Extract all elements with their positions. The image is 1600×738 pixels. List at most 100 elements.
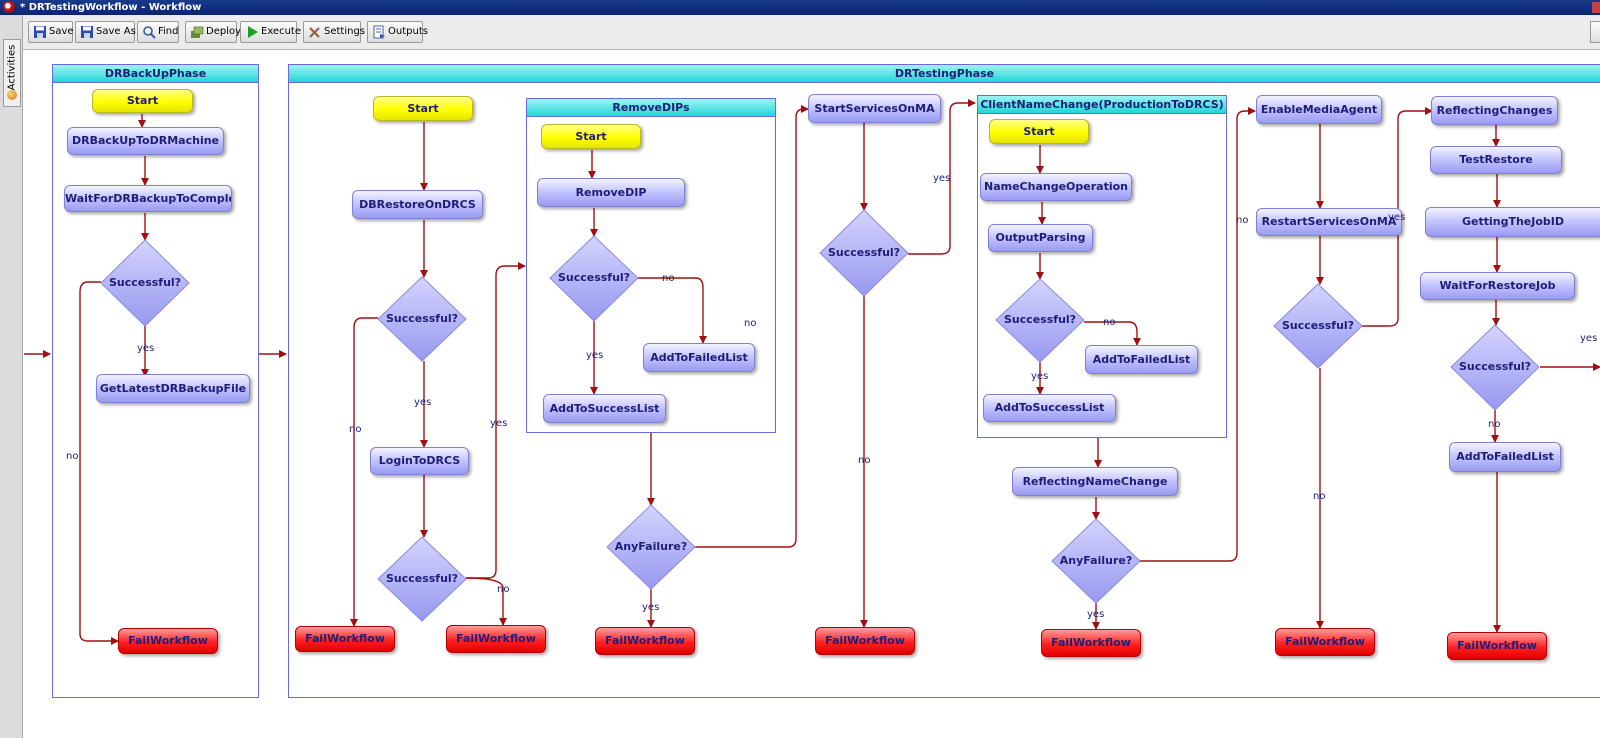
start-node[interactable]: Start <box>541 124 641 149</box>
execute-button[interactable]: Execute <box>240 21 301 43</box>
outputs-icon <box>373 25 385 39</box>
activity-add-to-failed-list[interactable]: AddToFailedList <box>1085 345 1198 374</box>
edge-label-no: no <box>497 584 510 595</box>
settings-button[interactable]: Settings <box>303 21 365 43</box>
swimlane-dr-testing-phase[interactable]: DRTestingPhase <box>288 64 1600 698</box>
decision-diamond[interactable] <box>1450 324 1540 411</box>
toolbar-overflow-button[interactable] <box>1590 21 1600 43</box>
edge-label-yes: yes <box>1388 212 1406 223</box>
settings-label: Settings <box>324 26 366 37</box>
toolbar: Save Save As Find Deploy Execute <box>23 15 1600 50</box>
outputs-button[interactable]: Outputs <box>367 21 428 43</box>
edge-label-no: no <box>1313 491 1326 502</box>
decision-label: Successful? <box>827 246 901 259</box>
decision-diamond[interactable] <box>819 209 909 297</box>
edge-label-yes: yes <box>1580 333 1598 344</box>
activity-output-parsing[interactable]: OutputParsing <box>988 224 1093 252</box>
save-as-button[interactable]: Save As <box>75 21 136 43</box>
edge-label-yes: yes <box>586 350 604 361</box>
edge-label-yes: yes <box>933 173 951 184</box>
start-node[interactable]: Start <box>989 119 1089 144</box>
window-title: * DRTestingWorkflow - Workflow <box>20 2 202 13</box>
decision-diamond[interactable] <box>377 536 467 622</box>
swimlane-header: DRBackUpPhase <box>53 65 258 83</box>
window-close-button[interactable] <box>1592 2 1600 13</box>
decision-diamond[interactable] <box>1051 518 1141 604</box>
swimlane-client-name-change[interactable]: ClientNameChange(ProductionToDRCS) <box>977 95 1227 438</box>
decision-label: Successful? <box>385 312 459 325</box>
decision-label: AnyFailure? <box>614 540 688 553</box>
decision-diamond[interactable] <box>995 278 1085 363</box>
fail-workflow-node[interactable]: FailWorkflow <box>446 625 546 653</box>
fail-workflow-node[interactable]: FailWorkflow <box>118 628 218 654</box>
outputs-label: Outputs <box>388 26 428 37</box>
decision-label: Successful? <box>557 271 631 284</box>
floppy-disk-icon <box>34 26 46 38</box>
activity-name-change-operation[interactable]: NameChangeOperation <box>980 173 1132 201</box>
decision-label: Successful? <box>1458 360 1532 373</box>
edge-label-no: no <box>1488 419 1501 430</box>
activity-wait-for-dr-backup[interactable]: WaitForDRBackupToComplete <box>64 185 232 212</box>
start-node[interactable]: Start <box>373 96 473 121</box>
find-button[interactable]: Find <box>137 21 179 43</box>
edge-label-no: no <box>349 424 362 435</box>
edge-label-yes: yes <box>137 343 155 354</box>
activity-reflecting-name-change[interactable]: ReflectingNameChange <box>1012 467 1178 496</box>
edge-label-yes: yes <box>1087 609 1105 620</box>
activities-panel: Activities <box>0 15 23 738</box>
swimlane-dr-backup-phase[interactable]: DRBackUpPhase <box>52 64 259 698</box>
edge-label-no: no <box>662 273 675 284</box>
decision-label: Successful? <box>108 276 182 289</box>
activity-start-services-on-ma[interactable]: StartServicesOnMA <box>808 94 941 123</box>
edge-label-yes: yes <box>642 602 660 613</box>
decision-diamond[interactable] <box>549 235 639 322</box>
save-label: Save <box>49 26 74 37</box>
decision-diamond[interactable] <box>377 276 467 362</box>
activity-login-to-drcs[interactable]: LoginToDRCS <box>370 447 469 475</box>
decision-label: Successful? <box>1003 313 1077 326</box>
activity-add-to-success-list[interactable]: AddToSuccessList <box>983 394 1116 422</box>
activity-restart-services-on-ma[interactable]: RestartServicesOnMA <box>1256 208 1402 236</box>
fail-workflow-node[interactable]: FailWorkflow <box>295 626 395 652</box>
activity-enable-media-agent[interactable]: EnableMediaAgent <box>1256 95 1382 124</box>
swimlane-remove-dips[interactable]: RemoveDIPs <box>526 98 776 433</box>
activity-dr-backup-to-dr-machine[interactable]: DRBackUpToDRMachine <box>67 127 224 155</box>
activity-add-to-failed-list[interactable]: AddToFailedList <box>1449 442 1561 472</box>
activity-test-restore[interactable]: TestRestore <box>1430 146 1562 174</box>
edge-label-yes: yes <box>414 397 432 408</box>
edge-label-yes: yes <box>490 418 508 429</box>
decision-diamond[interactable] <box>1273 283 1363 369</box>
activity-db-restore-on-drcs[interactable]: DBRestoreOnDRCS <box>352 190 483 219</box>
floppy-disk-icon <box>81 26 93 38</box>
activity-get-latest-dr-backup-file[interactable]: GetLatestDRBackupFile <box>96 374 250 403</box>
find-label: Find <box>158 26 179 37</box>
save-button[interactable]: Save <box>28 21 74 43</box>
activity-getting-the-job-id[interactable]: GettingTheJobID <box>1425 207 1600 237</box>
fail-workflow-node[interactable]: FailWorkflow <box>815 627 915 655</box>
deploy-button[interactable]: Deploy <box>185 21 241 43</box>
fail-workflow-node[interactable]: FailWorkflow <box>1447 632 1547 660</box>
fail-workflow-node[interactable]: FailWorkflow <box>1275 628 1375 656</box>
fail-workflow-node[interactable]: FailWorkflow <box>595 627 695 655</box>
decision-diamond[interactable] <box>606 504 696 590</box>
activity-reflecting-changes[interactable]: ReflectingChanges <box>1431 96 1558 125</box>
decision-label: Successful? <box>385 572 459 585</box>
swimlane-header: RemoveDIPs <box>527 99 775 117</box>
activity-remove-dip[interactable]: RemoveDIP <box>537 178 685 207</box>
fail-workflow-node[interactable]: FailWorkflow <box>1041 629 1141 657</box>
workflow-canvas[interactable] <box>23 50 1600 738</box>
edge-label-no: no <box>1236 215 1249 226</box>
play-icon <box>248 26 258 38</box>
activity-add-to-failed-list[interactable]: AddToFailedList <box>643 343 755 372</box>
activities-tab[interactable]: Activities <box>3 39 21 107</box>
edge-label-no: no <box>1103 317 1116 328</box>
decision-diamond[interactable] <box>100 239 190 327</box>
activity-wait-for-restore-job[interactable]: WaitForRestoreJob <box>1420 272 1575 300</box>
start-node[interactable]: Start <box>92 89 193 113</box>
execute-label: Execute <box>261 26 301 37</box>
activity-add-to-success-list[interactable]: AddToSuccessList <box>543 394 666 423</box>
swimlane-header: DRTestingPhase <box>289 65 1600 83</box>
edge-label-no: no <box>744 318 757 329</box>
deploy-icon <box>191 26 204 38</box>
